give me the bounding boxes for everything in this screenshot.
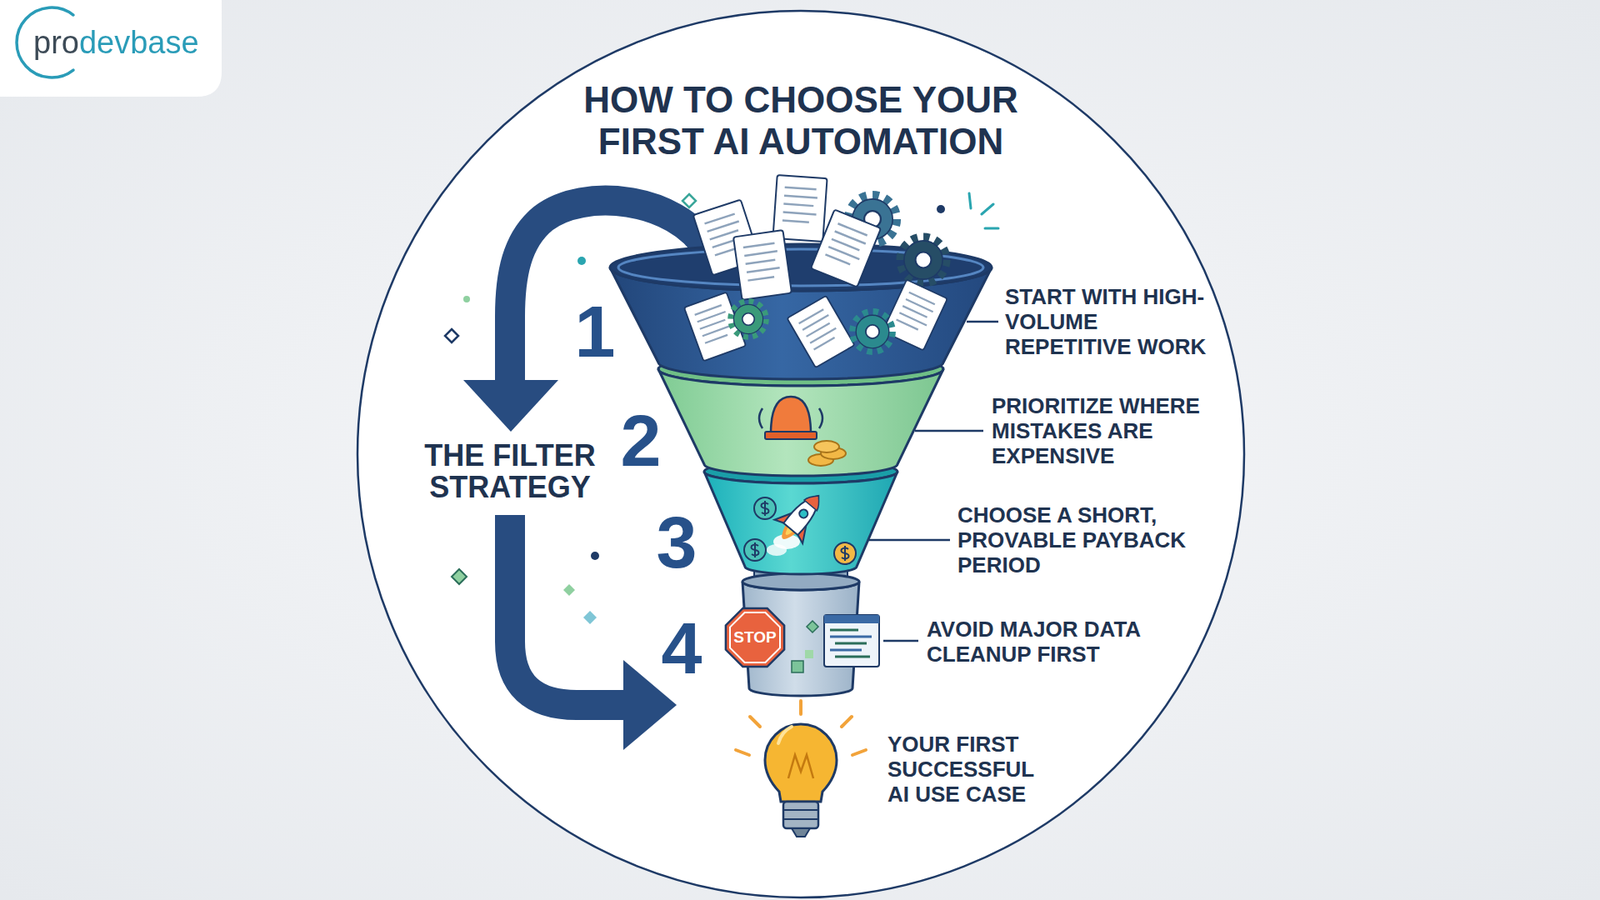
callout-number: 4	[640, 606, 724, 690]
rocket-and-coins	[744, 484, 856, 565]
gear-icon	[853, 312, 893, 352]
light-bulb	[765, 724, 837, 802]
light-bulb	[783, 801, 819, 829]
decoration	[682, 194, 696, 208]
decoration	[985, 227, 999, 230]
logo-text: prodevbase	[33, 23, 200, 62]
light-bulb	[799, 700, 803, 715]
funnel-band-3	[704, 460, 898, 575]
rocket-and-coins	[804, 490, 825, 511]
code-window	[830, 629, 859, 632]
gear-icon	[900, 237, 947, 284]
light-bulb	[783, 818, 819, 820]
logo-box	[0, 0, 222, 97]
leader-line	[868, 321, 999, 641]
decoration	[981, 204, 994, 215]
decoration	[583, 610, 597, 625]
rocket-and-coins	[783, 490, 826, 536]
leader-line	[915, 430, 984, 433]
logo-text-wrap: prodevbase	[33, 23, 225, 62]
rocket-and-coins	[834, 542, 856, 565]
decoration	[590, 551, 600, 560]
alarm-bell	[814, 440, 840, 453]
code-window	[824, 615, 880, 624]
leader-line	[883, 640, 919, 643]
decoration	[451, 569, 467, 585]
callout-text: PRIORITIZE WHERE MISTAKES ARE EXPENSIVE	[991, 393, 1209, 469]
callout-text: AVOID MAJOR DATA CLEANUP FIRST	[926, 616, 1169, 667]
light-bulb	[750, 716, 760, 727]
decoration	[969, 193, 971, 209]
alarm-bell	[759, 408, 763, 429]
code-window	[791, 660, 804, 673]
code-window	[806, 620, 819, 633]
decoration	[563, 584, 575, 596]
light-bulb	[735, 700, 866, 837]
callout-text: START WITH HIGH-VOLUME REPETITIVE WORK	[1005, 284, 1222, 360]
leader-line	[868, 539, 950, 542]
paper-sheet	[787, 295, 855, 368]
light-bulb	[841, 716, 852, 727]
code-window	[824, 615, 880, 667]
alarm-bell	[765, 431, 817, 440]
rocket-and-coins	[754, 497, 776, 520]
callout-number: 3	[635, 500, 719, 585]
funnel-band-2	[658, 369, 944, 476]
callout-text: CHOOSE A SHORT, PROVABLE PAYBACK PERIOD	[957, 502, 1200, 578]
code-window	[835, 655, 870, 659]
decoration	[445, 329, 459, 343]
flow-arrow	[510, 515, 627, 705]
rocket-and-coins	[754, 497, 776, 520]
funnel-band-3	[704, 471, 898, 575]
leader-line	[966, 320, 999, 324]
paper-sheet	[733, 230, 792, 300]
callout-number: 2	[599, 399, 683, 483]
alarm-bell	[819, 408, 823, 429]
frame-circle	[357, 10, 1245, 898]
light-bulb	[788, 755, 814, 779]
light-bulb	[852, 750, 866, 755]
decoration	[936, 205, 945, 214]
callout-text: YOUR FIRST SUCCESSFUL AI USE CASE	[887, 731, 1050, 807]
rocket-and-coins	[834, 542, 856, 565]
funnel-band-4	[742, 573, 860, 590]
code-window	[830, 635, 872, 639]
rocket-and-coins	[766, 544, 787, 556]
gear-icon	[730, 301, 766, 337]
rocket-and-coins	[768, 484, 833, 551]
light-bulb	[735, 750, 750, 755]
code-window	[830, 649, 862, 652]
code-window	[805, 650, 814, 659]
decoration	[577, 256, 586, 265]
decoration	[445, 193, 999, 625]
rocket-and-coins	[744, 539, 766, 561]
rocket-and-coins	[751, 542, 760, 558]
diagram-title: HOW TO CHOOSE YOUR FIRST AI AUTOMATION	[575, 79, 1026, 163]
documents-and-gears	[684, 175, 948, 368]
paper-sheet	[882, 280, 948, 351]
rocket-and-coins	[744, 539, 766, 561]
decoration	[463, 295, 470, 303]
rocket-and-coins	[761, 500, 770, 516]
alarm-bell	[759, 396, 846, 466]
code-window	[835, 642, 867, 645]
code-window	[791, 615, 880, 673]
light-bulb	[791, 828, 810, 837]
paper-sheet	[810, 210, 881, 288]
rocket-and-coins	[797, 507, 810, 520]
flow-arrow	[463, 380, 559, 432]
light-bulb	[783, 809, 819, 811]
node-text: STOP	[721, 604, 789, 671]
stop-sign: STOP	[721, 604, 789, 671]
callout-number: 1	[553, 290, 637, 374]
light-bulb	[778, 726, 792, 744]
alarm-bell	[770, 396, 811, 434]
logo-box	[0, 0, 222, 97]
side-heading: THE FILTER STRATEGY	[418, 440, 602, 504]
rocket-and-coins	[841, 545, 850, 561]
